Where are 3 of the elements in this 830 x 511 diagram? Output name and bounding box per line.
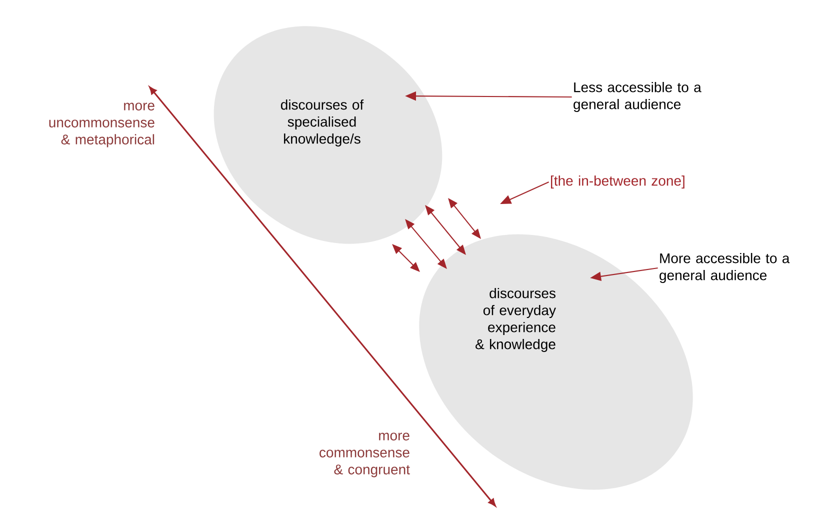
annotation-text: [the in-between zone]: [551, 175, 684, 188]
scale-label: more uncommonsense & metaphorical: [49, 102, 154, 148]
annotation-text: Less accessible to a general audience: [574, 82, 702, 112]
